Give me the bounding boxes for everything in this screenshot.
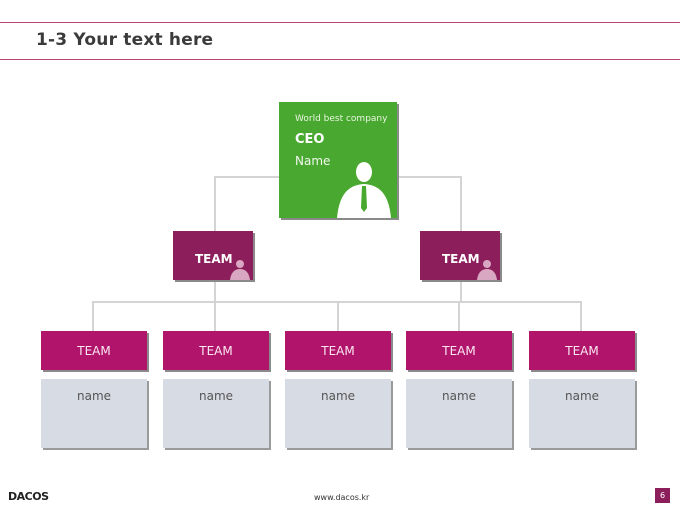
connector-right-down — [460, 176, 462, 231]
subteam-name: name — [198, 389, 234, 403]
subteam-label: TEAM — [199, 344, 233, 358]
subteam-name: name — [320, 389, 356, 403]
team-box-right[interactable]: TEAM — [420, 231, 500, 280]
header-bottom-rule — [0, 59, 680, 60]
person-silhouette-icon — [230, 260, 250, 280]
connector-team1-down — [214, 280, 216, 302]
connector-sub-3 — [337, 301, 339, 331]
subteam-card[interactable]: name — [163, 379, 269, 448]
connector-sub-1 — [92, 301, 94, 331]
subteam-card[interactable]: name — [406, 379, 512, 448]
person-silhouette-icon — [477, 260, 497, 280]
subteam-header[interactable]: TEAM — [285, 331, 391, 370]
header-top-rule — [0, 22, 680, 23]
subteam-header[interactable]: TEAM — [529, 331, 635, 370]
team-label: TEAM — [442, 252, 480, 266]
subteam-label: TEAM — [321, 344, 355, 358]
connector-ceo-right — [397, 176, 461, 178]
footer-url[interactable]: www.dacos.kr — [314, 493, 370, 502]
ceo-role: CEO — [295, 132, 325, 147]
subteam-card[interactable]: name — [41, 379, 147, 448]
page-title: 1-3 Your text here — [36, 30, 214, 50]
connector-sub-2 — [214, 301, 216, 331]
person-silhouette-icon — [337, 162, 391, 218]
subteam-label: TEAM — [442, 344, 476, 358]
connector-ceo-left — [215, 176, 279, 178]
subteam-card[interactable]: name — [285, 379, 391, 448]
subteam-header[interactable]: TEAM — [406, 331, 512, 370]
subteam-label: TEAM — [565, 344, 599, 358]
ceo-box[interactable]: World best company CEO Name — [279, 102, 397, 218]
ceo-name: Name — [295, 154, 331, 168]
subteam-name: name — [441, 389, 477, 403]
subteam-name: name — [564, 389, 600, 403]
connector-left-down — [214, 176, 216, 231]
team-box-left[interactable]: TEAM — [173, 231, 253, 280]
connector-sub-4 — [458, 301, 460, 331]
ceo-tagline: World best company — [295, 114, 388, 124]
connector-team2-down — [460, 280, 462, 302]
subteam-label: TEAM — [77, 344, 111, 358]
subteam-card[interactable]: name — [529, 379, 635, 448]
page-number: 6 — [655, 488, 670, 503]
subteam-name: name — [76, 389, 112, 403]
subteam-header[interactable]: TEAM — [163, 331, 269, 370]
company-logo: DACOS — [8, 490, 49, 503]
team-label: TEAM — [195, 252, 233, 266]
connector-sub-5 — [580, 301, 582, 331]
subteam-header[interactable]: TEAM — [41, 331, 147, 370]
